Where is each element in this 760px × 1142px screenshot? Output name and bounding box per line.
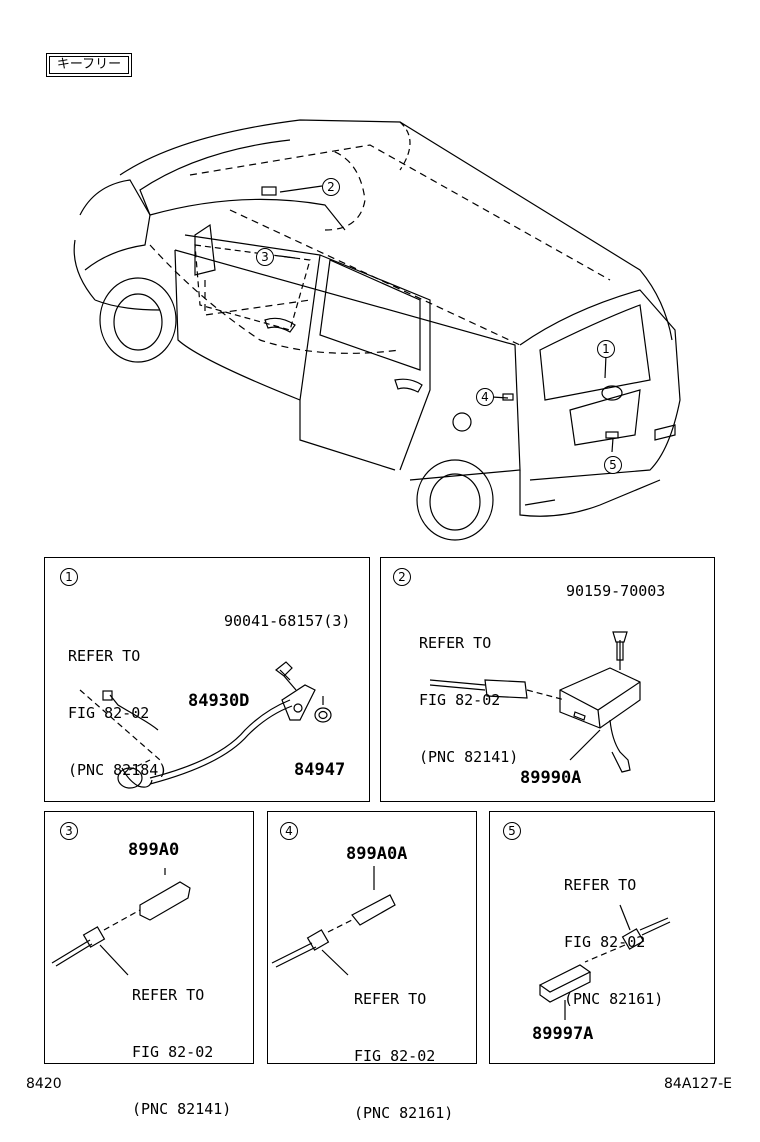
part-number: 89997A bbox=[532, 1024, 594, 1044]
refer-line: (PNC 82161) bbox=[354, 1104, 454, 1122]
refer-line: FIG 82-02 bbox=[564, 933, 646, 951]
panel-3-refer: REFER TO FIG 82-02 (PNC 82141) bbox=[132, 948, 231, 1138]
refer-line: REFER TO bbox=[354, 990, 427, 1008]
part-number: 84947 bbox=[294, 760, 346, 780]
part-number: 89990A bbox=[520, 768, 582, 788]
callout-5: 5 bbox=[604, 456, 622, 474]
refer-line: FIG 82-02 bbox=[419, 691, 501, 709]
refer-line: (PNC 82161) bbox=[564, 990, 664, 1008]
refer-line: (PNC 82184) bbox=[68, 761, 168, 779]
header-tag: キーフリー bbox=[46, 53, 132, 77]
panel-4-number: 4 bbox=[280, 822, 298, 840]
refer-line: (PNC 82141) bbox=[419, 748, 519, 766]
panel-2-refer: REFER TO FIG 82-02 (PNC 82141) bbox=[419, 596, 518, 786]
callout-3: 3 bbox=[256, 248, 274, 266]
part-number: 90041-68157(3) bbox=[224, 612, 351, 630]
panel-5 bbox=[489, 811, 715, 1064]
callout-2: 2 bbox=[322, 178, 340, 196]
illustration-id: 84A127-E bbox=[664, 1076, 733, 1092]
refer-line: FIG 82-02 bbox=[68, 704, 150, 722]
refer-line: FIG 82-02 bbox=[354, 1047, 436, 1065]
panel-2 bbox=[380, 557, 715, 802]
part-number: 90159-70003 bbox=[566, 582, 666, 600]
figure-number: 8420 bbox=[26, 1076, 62, 1092]
refer-line: REFER TO bbox=[564, 876, 637, 894]
refer-line: FIG 82-02 bbox=[132, 1043, 214, 1061]
part-number: 899A0A bbox=[346, 844, 408, 864]
panel-5-number: 5 bbox=[503, 822, 521, 840]
panel-1 bbox=[44, 557, 370, 802]
panel-3 bbox=[44, 811, 254, 1064]
panel-4-refer: REFER TO FIG 82-02 (PNC 82161) bbox=[354, 952, 453, 1142]
refer-line: REFER TO bbox=[68, 647, 141, 665]
refer-line: REFER TO bbox=[132, 986, 205, 1004]
panel-3-number: 3 bbox=[60, 822, 78, 840]
panel-5-refer: REFER TO FIG 82-02 (PNC 82161) bbox=[564, 838, 663, 1028]
callout-1: 1 bbox=[597, 340, 615, 358]
part-number: 899A0 bbox=[128, 840, 180, 860]
refer-line: (PNC 82141) bbox=[132, 1100, 232, 1118]
panel-2-number: 2 bbox=[393, 568, 411, 586]
part-number: 84930D bbox=[188, 691, 250, 711]
refer-line: REFER TO bbox=[419, 634, 492, 652]
panel-4 bbox=[267, 811, 477, 1064]
panel-1-number: 1 bbox=[60, 568, 78, 586]
callout-4: 4 bbox=[476, 388, 494, 406]
vehicle-diagram bbox=[51, 119, 681, 1020]
panel-1-refer: REFER TO FIG 82-02 (PNC 82184) bbox=[68, 609, 167, 799]
